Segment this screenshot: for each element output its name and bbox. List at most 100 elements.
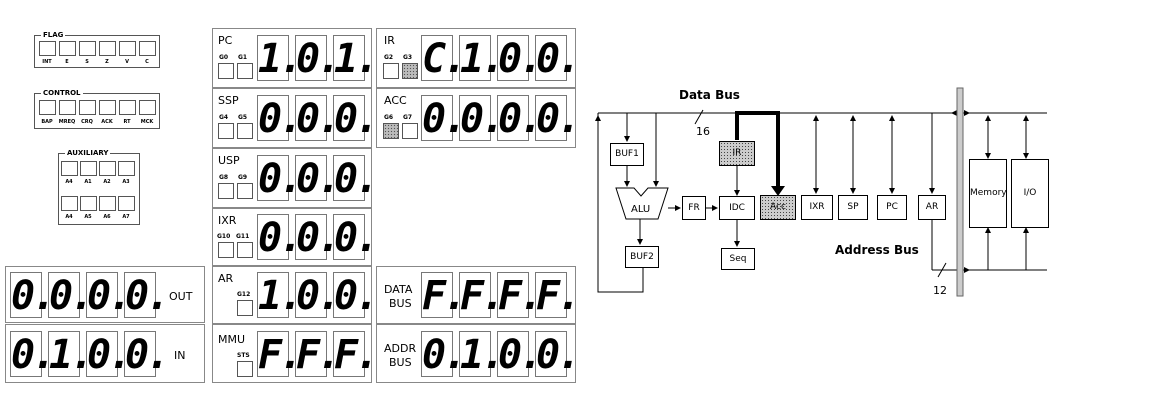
ar-label: AR [218, 272, 234, 285]
pc-g0-lamp [218, 63, 234, 79]
alu-shape [615, 187, 669, 220]
feedback-loop [597, 113, 644, 293]
aux-lbl-3: A3 [122, 179, 130, 185]
mmu-sts-lamp [237, 361, 253, 377]
acc-g7-lamp [402, 123, 418, 139]
ixr-g10-lamp [218, 242, 234, 258]
aux-lamp-7 [118, 196, 135, 211]
usp-g8-lamp [218, 183, 234, 199]
aux-lbl-0: A4 [65, 179, 73, 185]
aux-lbl-2: A2 [103, 179, 111, 185]
pc-g0-label: G0 [219, 54, 229, 61]
sp-box: SP [838, 195, 868, 220]
idc-box: IDC [719, 196, 755, 220]
io-box: I/O [1011, 159, 1049, 228]
buf2-box: BUF2 [625, 246, 659, 268]
buf1-box: BUF1 [610, 143, 644, 166]
flag-lamp-c [139, 41, 156, 56]
flag-lamp-e [59, 41, 76, 56]
addr-bus-register-panel: ADDR BUS 0. 1. 0. 0. [376, 324, 581, 383]
out-label: OUT [169, 290, 193, 303]
ssp-g5-label: G5 [238, 114, 248, 121]
usp-label: USP [218, 154, 240, 167]
ir-acc-thick-path [735, 111, 780, 190]
ssp-label: SSP [218, 94, 239, 107]
aux-lamp-0 [61, 161, 78, 176]
control-group: CONTROL BAP MREQ CRQ ACK RT MCK [34, 88, 160, 129]
control-lamp-bap [39, 100, 56, 115]
flag-lamp-s [79, 41, 96, 56]
ixr-g11-label: G11 [236, 233, 250, 240]
data-bus-digit-3: F. [535, 272, 581, 319]
mmu-sts-label: STS [237, 352, 250, 359]
ir-g3-label: G3 [403, 54, 413, 61]
aux-lamp-3 [118, 161, 135, 176]
flag-lbl-int: INT [42, 59, 52, 65]
ar-g12-lamp [237, 300, 253, 316]
ar-box: AR [918, 195, 946, 220]
acc-box: Acc [760, 195, 796, 220]
data-bus-label: Data Bus [679, 88, 740, 102]
alu-label: ALU [631, 204, 651, 215]
memory-box: Memory [969, 159, 1007, 228]
pc-label: PC [218, 34, 233, 47]
ixr-box: IXR [801, 195, 833, 220]
flag-lamp-z [99, 41, 116, 56]
ir-g2-label: G2 [384, 54, 394, 61]
pc-box: PC [877, 195, 907, 220]
ixr-g10-label: G10 [217, 233, 231, 240]
ssp-register-panel: SSP G4 G5 0. 0. 0. [212, 88, 379, 148]
data-bus-width: 16 [696, 125, 710, 138]
aux-lamp-2 [99, 161, 116, 176]
ir-box: IR [719, 141, 755, 166]
ssp-g5-lamp [237, 123, 253, 139]
aux-lbl-1: A1 [84, 179, 92, 185]
pc-g1-lamp [237, 63, 253, 79]
usp-g9-lamp [237, 183, 253, 199]
ixr-g11-lamp [237, 242, 253, 258]
control-lamp-mck [139, 100, 156, 115]
control-lbl-rt: RT [123, 119, 131, 125]
in-label: IN [174, 349, 186, 362]
flag-lbl-v: V [125, 59, 129, 65]
data-bus-label-line2: BUS [389, 297, 412, 310]
ir-register-panel: IR G2 G3 C. 1. 0. 0. [376, 28, 581, 88]
ixr-register-panel: IXR G10 G11 0. 0. 0. [212, 208, 379, 266]
usp-g8-label: G8 [219, 174, 229, 181]
acc-g6-lamp [383, 123, 399, 139]
ssp-g4-lamp [218, 123, 234, 139]
flag-title: FLAG [41, 30, 66, 40]
usp-register-panel: USP G8 G9 0. 0. 0. [212, 148, 379, 208]
ir-digit-3: 0. [535, 35, 581, 82]
addr-bus-label-line2: BUS [389, 356, 412, 369]
control-lbl-ack: ACK [101, 119, 113, 125]
addr-bus-label-line1: ADDR [384, 342, 417, 355]
control-lamp-mreq [59, 100, 76, 115]
control-lbl-mck: MCK [140, 119, 154, 125]
control-lamp-rt [119, 100, 136, 115]
address-bus-width: 12 [933, 284, 947, 297]
auxiliary-title: AUXILIARY [65, 148, 111, 158]
aux-lbl-6: A6 [103, 214, 111, 220]
out-register-panel: 0. 0. 0. 0. OUT [5, 266, 205, 323]
in-register-panel: 0. 1. 0. 0. IN [5, 324, 205, 383]
ar-register-panel: AR G12 1. 0. 0. [212, 266, 379, 324]
acc-label: ACC [384, 94, 407, 107]
flag-lamp-v [119, 41, 136, 56]
flag-lbl-c: C [145, 59, 149, 65]
ir-g2-lamp [383, 63, 399, 79]
data-bus-label-line1: DATA [384, 283, 413, 296]
ssp-g4-label: G4 [219, 114, 229, 121]
aux-lbl-5: A5 [84, 214, 92, 220]
aux-lamp-6 [99, 196, 116, 211]
control-lbl-crq: CRQ [81, 119, 93, 125]
chip-boundary [956, 87, 964, 297]
control-lamp-crq [79, 100, 96, 115]
aux-lamp-5 [80, 196, 97, 211]
acc-g7-label: G7 [403, 114, 413, 121]
flag-lbl-s: S [85, 59, 89, 65]
acc-register-panel: ACC G6 G7 0. 0. 0. 0. [376, 88, 581, 148]
ixr-label: IXR [218, 214, 237, 227]
acc-g6-label: G6 [384, 114, 394, 121]
